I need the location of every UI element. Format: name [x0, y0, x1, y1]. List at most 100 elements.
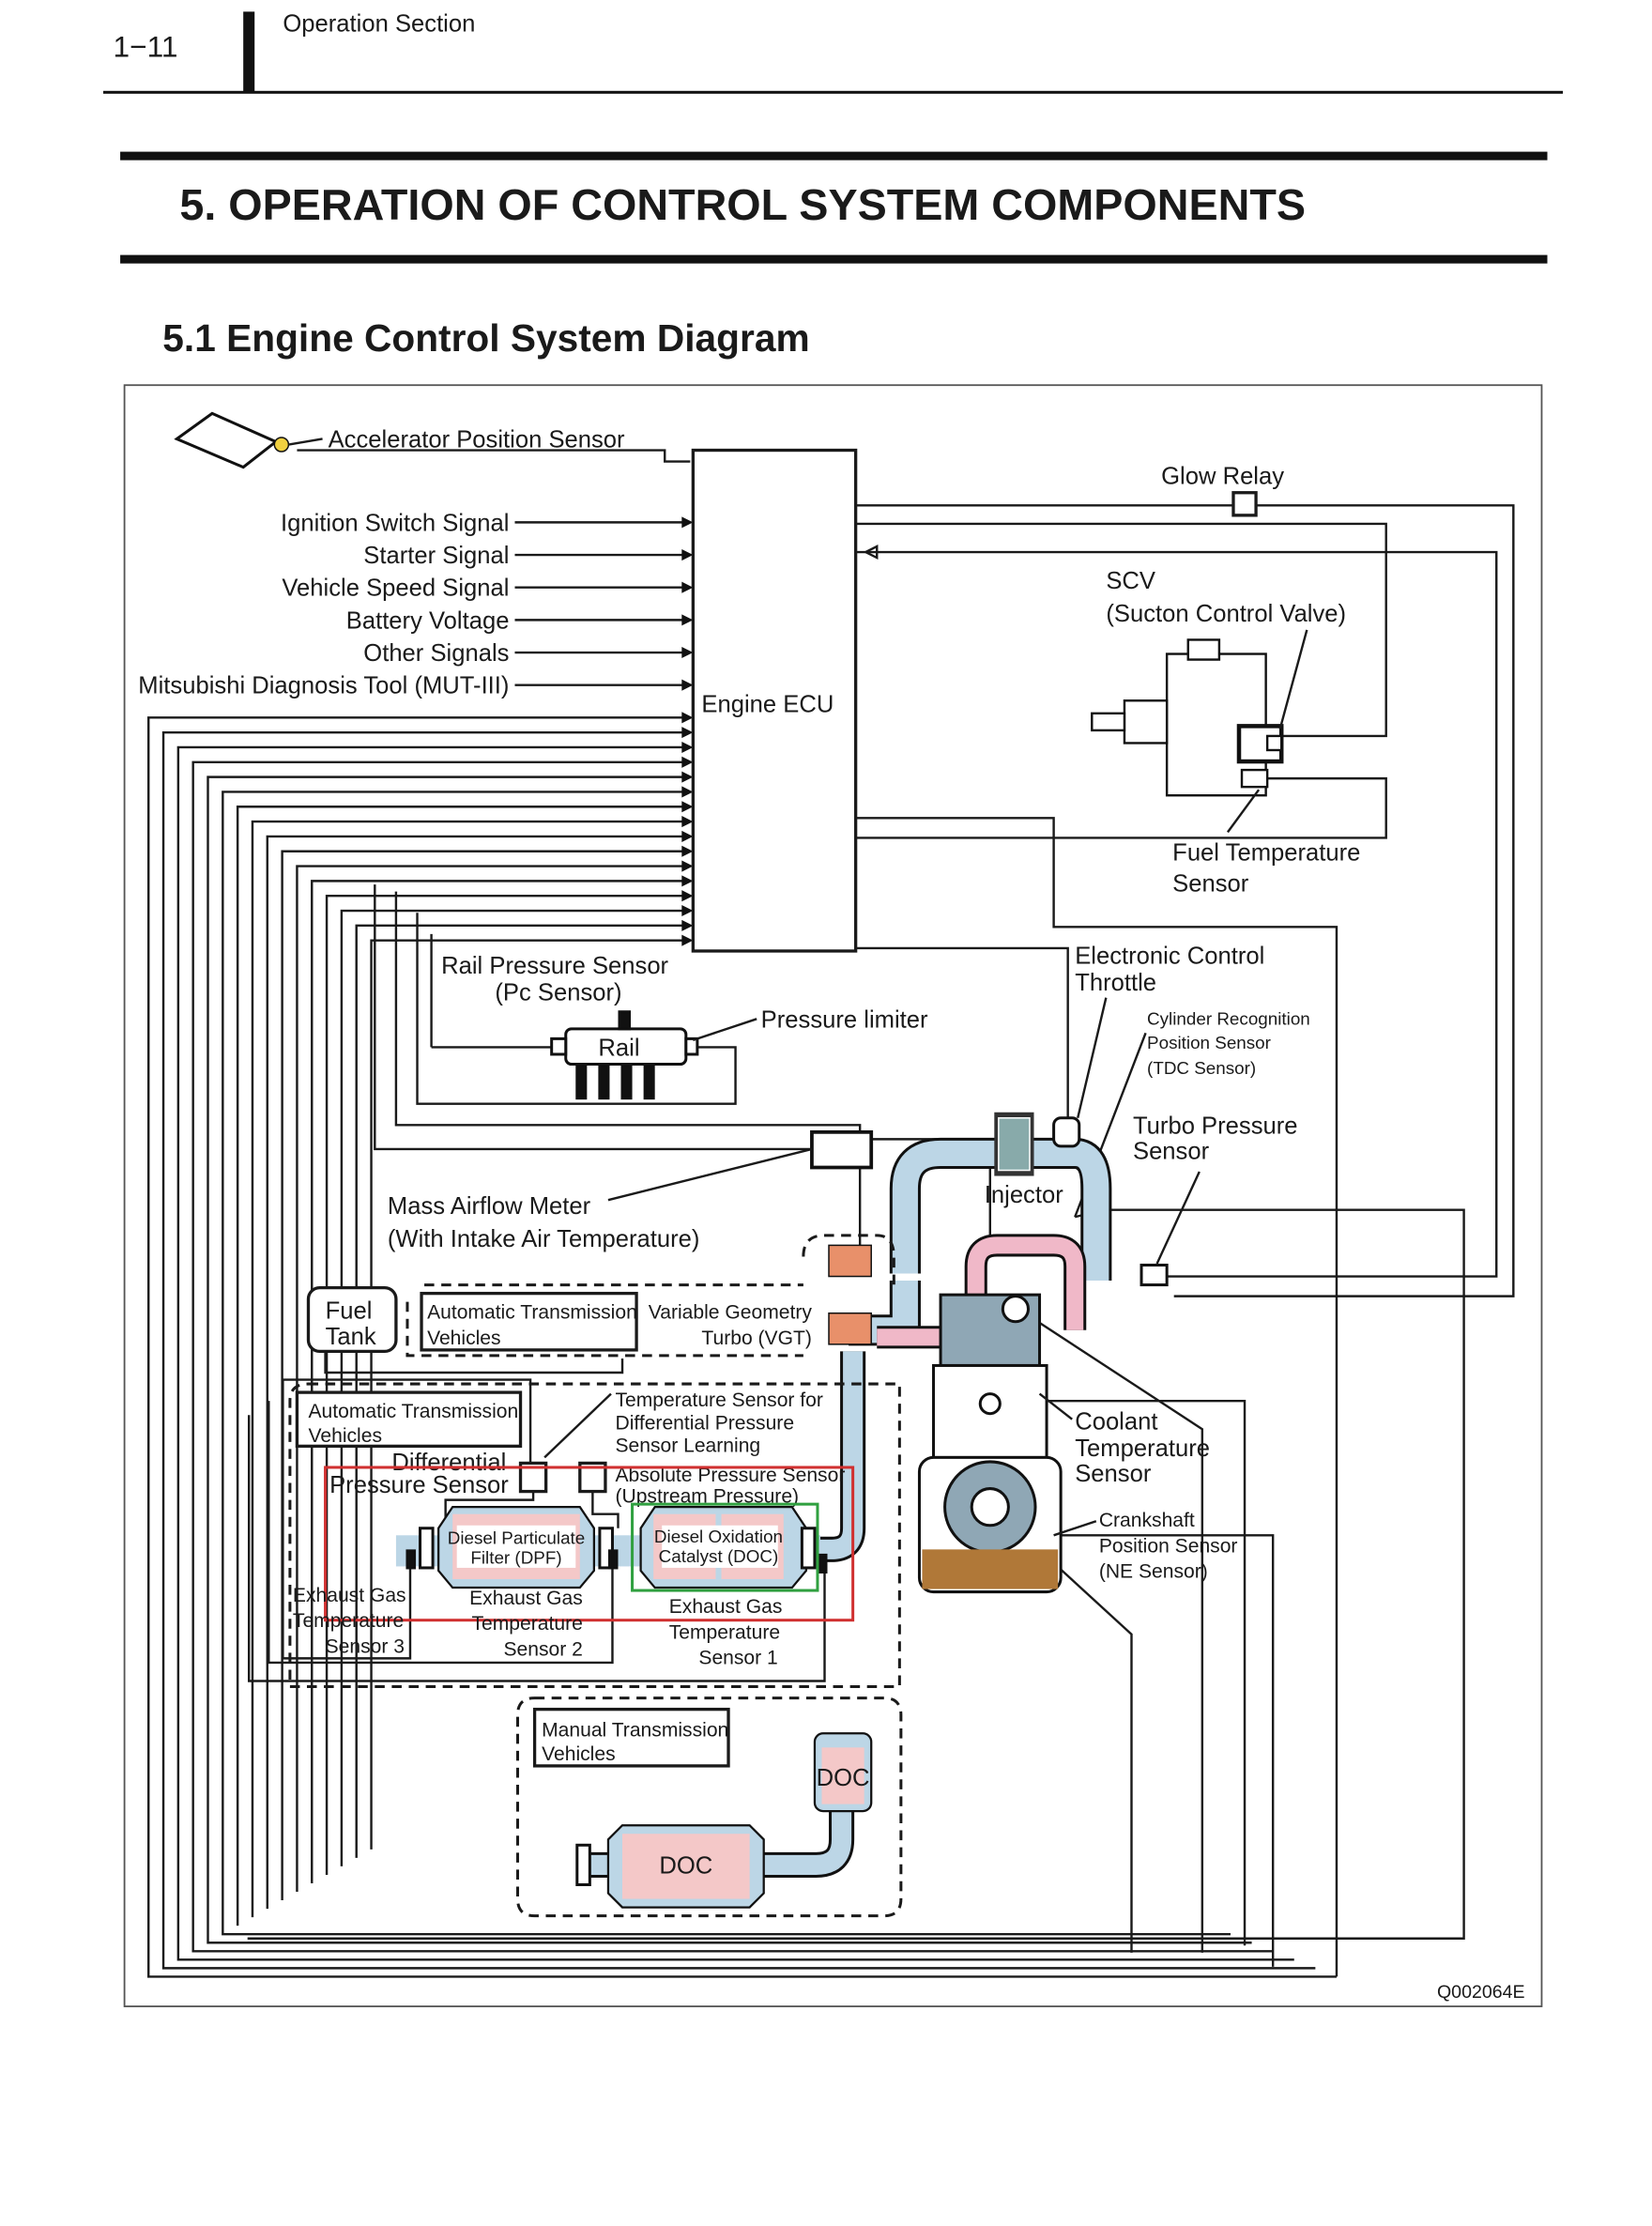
- harness-wire: [855, 550, 1498, 1278]
- harness-wire: [296, 865, 691, 1893]
- at-vehicles2-label-2: Vehicles: [308, 1425, 382, 1447]
- harness-wire: [855, 817, 1338, 1977]
- arrow-icon: [681, 614, 694, 626]
- engine-illustration: [805, 1112, 1169, 1594]
- maf-label-2: (With Intake Air Temperature): [388, 1226, 700, 1252]
- harness-wire: [176, 745, 1294, 1961]
- arrow-icon: [681, 581, 694, 593]
- maf-label: Mass Airflow Meter: [388, 1193, 591, 1220]
- mt-vehicles-box: [532, 1707, 730, 1768]
- title-rule-bottom: [120, 254, 1548, 264]
- harness-wire: [311, 880, 691, 1883]
- doc-label: Diesel Oxidation: [654, 1527, 783, 1546]
- doc-large-label: DOC: [659, 1852, 712, 1879]
- page-title: 5. OPERATION OF CONTROL SYSTEM COMPONENT…: [179, 180, 1306, 229]
- harness-wire: [282, 1378, 532, 1660]
- coolant-label-3: Sensor: [1075, 1461, 1152, 1487]
- crank-label-3: (NE Sensor): [1099, 1561, 1208, 1583]
- arrow-icon: [681, 786, 694, 798]
- harness-wire: [863, 545, 879, 560]
- egt3-label-2: Temperature: [293, 1610, 404, 1632]
- turbo-pressure-label-2: Sensor: [1133, 1138, 1210, 1164]
- harness-wire: [855, 522, 1387, 738]
- harness-wire: [324, 1351, 624, 1374]
- harness-wire: [855, 504, 1515, 1297]
- egt1-label: Exhaust Gas: [669, 1596, 783, 1618]
- etc-label-2: Throttle: [1075, 970, 1156, 996]
- harness-wire: [355, 924, 691, 1858]
- coolant-label: Coolant: [1075, 1408, 1157, 1435]
- scv-desc: (Sucton Control Valve): [1106, 601, 1346, 627]
- harness-wire: [416, 913, 737, 1105]
- harness-wire: [855, 776, 1387, 839]
- harness-wire: [1046, 1556, 1133, 1953]
- temp-dp-label-2: Differential Pressure: [615, 1412, 794, 1434]
- input-signal-label: Starter Signal: [363, 543, 509, 569]
- tdc-label-3: (TDC Sensor): [1147, 1058, 1256, 1078]
- dpf-label-2: Filter (DPF): [470, 1547, 561, 1567]
- mt-vehicles-label-2: Vehicles: [542, 1743, 616, 1765]
- crank-label: Crankshaft: [1099, 1510, 1195, 1531]
- at-vehicles-box-2: [295, 1390, 523, 1449]
- at-vehicles-box: [420, 1291, 638, 1352]
- accelerator-pedal-icon: [174, 411, 290, 469]
- pressure-limiter-label: Pressure limiter: [761, 1006, 928, 1033]
- harness-wire: [147, 716, 1337, 1978]
- mt-vehicles-label: Manual Transmission: [542, 1719, 728, 1741]
- engine-ecu: [691, 448, 858, 953]
- page-number: 1−11: [114, 30, 178, 64]
- fuel-tank: [306, 1285, 398, 1354]
- harness-wire: [161, 730, 1316, 1970]
- rail-pressure-label-2: (Pc Sensor): [495, 980, 621, 1006]
- harness-wire: [1061, 1534, 1275, 1967]
- input-signal-label: Mitsubishi Diagnosis Tool (MUT-III): [138, 673, 509, 699]
- arrow-icon: [681, 516, 694, 529]
- at-vehicles-label: Automatic Transmission: [427, 1302, 637, 1324]
- rail-pressure-label: Rail Pressure Sensor: [441, 953, 668, 979]
- egt2-label: Exhaust Gas: [469, 1588, 583, 1609]
- arrow-icon: [681, 934, 694, 946]
- harness-wire: [1047, 1399, 1247, 1946]
- coolant-label-2: Temperature: [1075, 1435, 1210, 1462]
- figure-code: Q002064E: [1437, 1982, 1525, 2003]
- doc-small-label: DOC: [817, 1765, 870, 1791]
- vgt-label-2: Turbo (VGT): [701, 1328, 812, 1349]
- arrow-icon: [681, 646, 694, 659]
- mt-region: [516, 1696, 903, 1918]
- tdc-label: Cylinder Recognition: [1147, 1008, 1310, 1028]
- arrow-icon: [681, 712, 694, 724]
- arrow-icon: [681, 860, 694, 872]
- glow-relay-label: Glow Relay: [1161, 464, 1284, 490]
- vgt-label: Variable Geometry: [649, 1302, 813, 1324]
- arrow-icon: [681, 727, 694, 739]
- input-signal-label: Vehicle Speed Signal: [282, 576, 509, 602]
- scv-label: SCV: [1106, 568, 1155, 594]
- egt2-label-2: Temperature: [471, 1613, 582, 1635]
- egt1-label-2: Temperature: [669, 1621, 780, 1643]
- arrow-icon: [681, 845, 694, 857]
- egt1-label-3: Sensor 1: [698, 1647, 777, 1668]
- harness-wire: [251, 820, 691, 1918]
- arrow-icon: [681, 890, 694, 902]
- temp-dp-label-3: Sensor Learning: [615, 1435, 760, 1456]
- temp-dp-label: Temperature Sensor for: [615, 1389, 822, 1411]
- harness-wire: [340, 909, 691, 1866]
- arrow-icon: [681, 801, 694, 813]
- section-title: 5.1 Engine Control System Diagram: [162, 316, 809, 360]
- egt3-label: Exhaust Gas: [293, 1585, 406, 1606]
- harness-wire: [266, 835, 691, 1910]
- turbo-pressure-label: Turbo Pressure: [1133, 1113, 1298, 1139]
- diagram-frame: [123, 384, 1543, 2007]
- glow-relay: [1231, 491, 1258, 517]
- arrow-icon: [681, 904, 694, 917]
- highlight-red: [324, 1466, 855, 1622]
- arrow-icon: [681, 875, 694, 887]
- harness-wire: [206, 775, 1252, 1944]
- arrow-icon: [681, 919, 694, 931]
- arrow-icon: [681, 816, 694, 828]
- harness-wire: [370, 939, 691, 1850]
- harness-wire: [855, 946, 1069, 1118]
- section-name: Operation Section: [283, 11, 475, 38]
- fuel-temp-label: Fuel Temperature: [1172, 840, 1360, 867]
